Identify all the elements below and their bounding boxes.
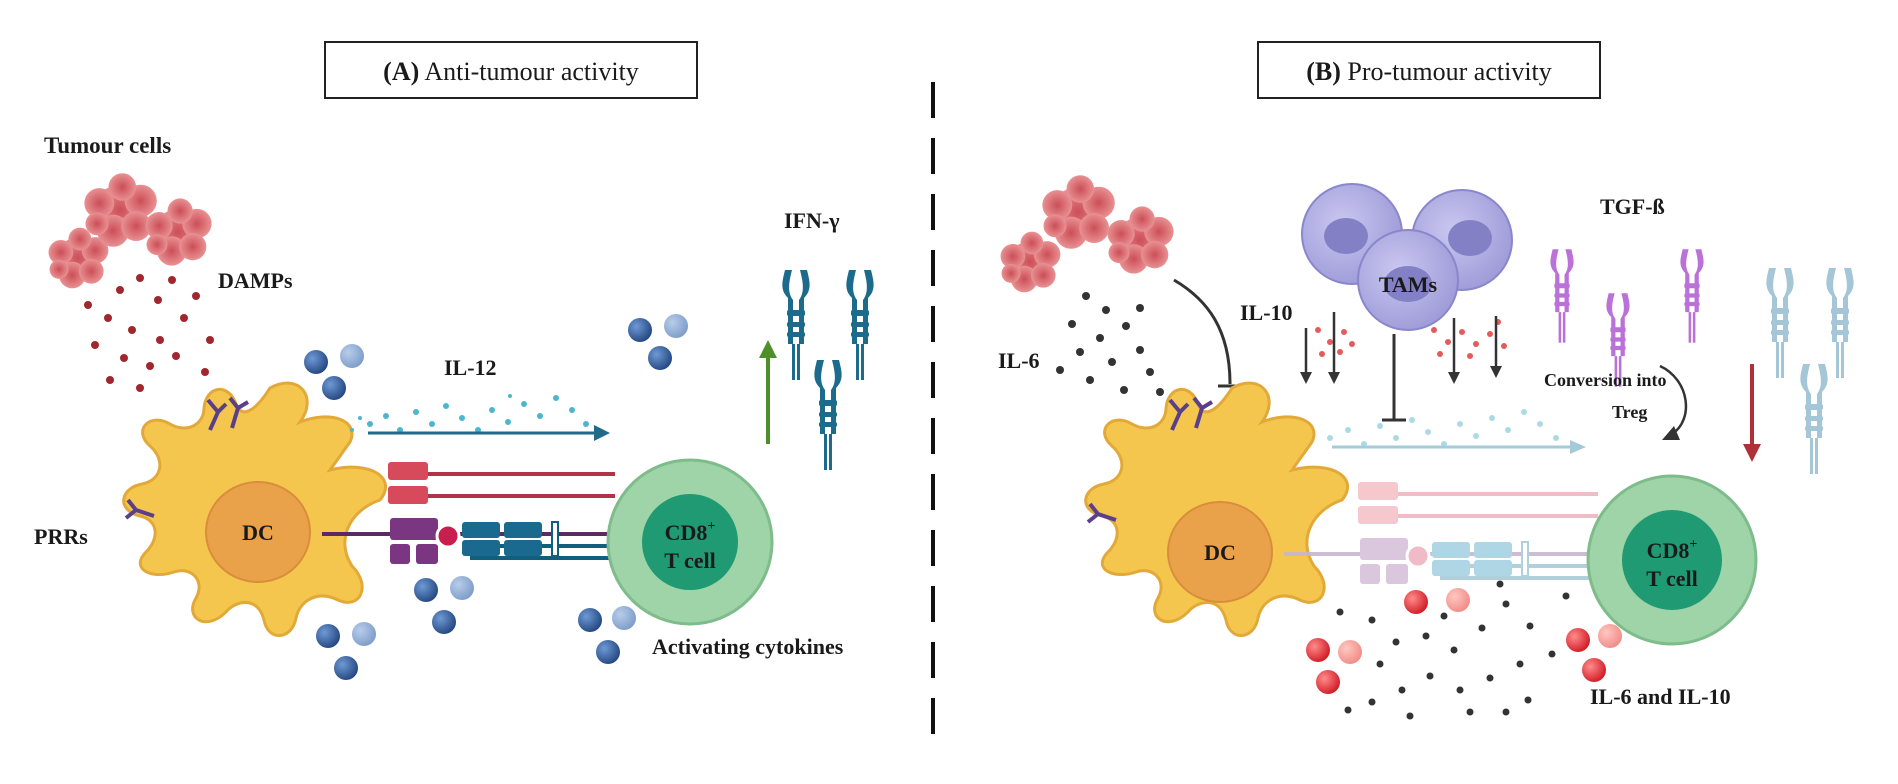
tumour-cells-a (48, 173, 212, 289)
dendritic-cell-b: DC (1084, 381, 1349, 637)
il6-and-il10-label: IL-6 and IL-10 (1590, 684, 1731, 709)
dc-label-b: DC (1204, 540, 1236, 565)
tumour-inhibition-arrow (1173, 278, 1232, 385)
t-cell-a: CD8+ T cell (606, 458, 774, 626)
dc-label-a: DC (242, 520, 274, 545)
panel-a: (A) Anti-tumour activity Tumour cells DA… (34, 41, 874, 680)
prr-receptors (124, 396, 250, 520)
panel-a-title-box (324, 41, 698, 99)
dc-nucleus (205, 481, 311, 583)
cd8-label-a: CD8+ (665, 519, 716, 545)
damp-dots (84, 274, 214, 392)
panel-b: (B) Pro-tumour activity IL-6 TAMs (998, 41, 1854, 720)
panel-b-title-box (1257, 41, 1601, 99)
dendritic-cell-a: DC (122, 381, 387, 637)
tams-cluster (1301, 183, 1513, 331)
tgf-beta-label: TGF-ß (1600, 194, 1665, 219)
t-cell-b: CD8+ T cell (1586, 474, 1758, 646)
immune-synapse-b (1284, 482, 1598, 584)
cd8-label-b: CD8+ (1647, 537, 1698, 563)
panel-a-title: (A) Anti-tumour activity (383, 57, 639, 86)
conversion-into-label: Conversion into (1544, 370, 1667, 390)
panel-b-title: (B) Pro-tumour activity (1306, 57, 1552, 86)
tams-label: TAMs (1379, 272, 1438, 297)
ifn-gamma-label: IFN-γ (784, 208, 840, 233)
il10-dots (1315, 319, 1507, 359)
il12-label: IL-12 (444, 355, 497, 380)
activating-cytokine-dots (304, 314, 688, 680)
treg-label: Treg (1612, 402, 1647, 422)
t-cell-label-a: T cell (664, 548, 716, 573)
treg-conversion-arrow (1659, 364, 1688, 436)
il10-label: IL-10 (1240, 300, 1293, 325)
il6-il10-dots (1306, 580, 1622, 720)
faded-ifn-receptors (1766, 268, 1854, 474)
il10-arrows (1300, 312, 1502, 384)
ifn-gamma-receptors (782, 270, 874, 470)
damps-label: DAMPs (218, 268, 293, 293)
il6-dots-top (1056, 292, 1164, 396)
immune-synapse-a (322, 462, 615, 564)
faded-il12-flow (1327, 409, 1559, 447)
tgf-beta-receptors (1550, 249, 1704, 387)
activating-cytokines-label: Activating cytokines (652, 634, 844, 659)
t-cell-label-b: T cell (1646, 566, 1698, 591)
tumour-cells-b (1000, 175, 1174, 293)
tumour-cells-label: Tumour cells (44, 133, 171, 158)
il6-label: IL-6 (998, 348, 1040, 373)
prrs-label: PRRs (34, 524, 88, 549)
il12-flow (350, 394, 589, 433)
